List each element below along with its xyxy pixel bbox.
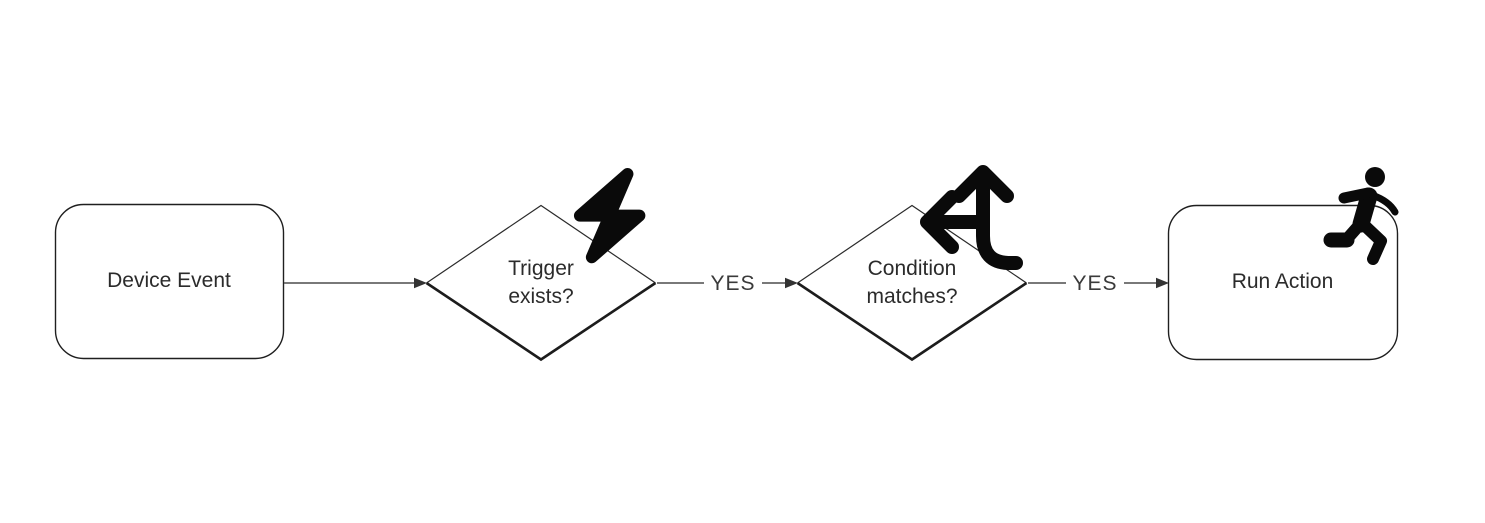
- device-event-shape: [54, 203, 285, 360]
- edge-label-yes-1: YES: [710, 271, 756, 295]
- node-label: Run Action: [1231, 270, 1334, 293]
- connector-device-to-trigger: [284, 277, 427, 289]
- node-trigger-exists: Trigger exists?: [426, 205, 656, 360]
- node-label-line: exists?: [508, 284, 574, 308]
- node-label-line: matches?: [866, 284, 958, 308]
- connector-condition-to-action: [1028, 277, 1169, 289]
- node-run-action: Run Action: [1168, 205, 1397, 359]
- split-arrows-icon: [920, 165, 1023, 270]
- running-person-icon: [1323, 167, 1399, 265]
- trigger-exists-shape: [425, 204, 657, 362]
- node-label: Device Event: [107, 269, 231, 292]
- arrowhead-icon: [1156, 277, 1169, 289]
- arrowhead-icon: [785, 277, 798, 289]
- node-label-line: Trigger: [508, 256, 574, 280]
- edge-label-yes-2: YES: [1072, 271, 1118, 295]
- node-label-line: Condition: [867, 256, 957, 280]
- node-condition-matches: Condition matches?: [797, 205, 1027, 360]
- lightning-bolt-icon: [573, 167, 646, 264]
- arrowhead-icon: [414, 277, 427, 289]
- node-device-event: Device Event: [55, 204, 283, 358]
- connector-trigger-to-condition: [657, 277, 798, 289]
